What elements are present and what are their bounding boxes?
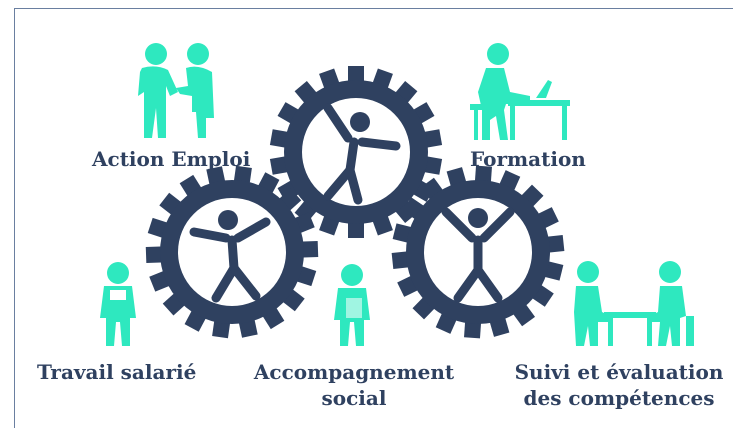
- label-accompagnement-line1: Accompagnement: [253, 360, 455, 384]
- label-accompagnement-line2: social: [321, 386, 387, 410]
- person-with-folder-icon: [334, 264, 370, 346]
- handshake-figures-icon: [138, 43, 214, 138]
- label-action-emploi: Action Emploi: [92, 147, 251, 171]
- meeting-figures-icon: [574, 261, 694, 346]
- gear-person-icon: [145, 165, 319, 339]
- label-suivi-evaluation: Suivi et évaluation des compétences: [508, 359, 730, 411]
- frame-border: [14, 8, 733, 428]
- label-accompagnement-social: Accompagnement social: [238, 359, 470, 411]
- label-suivi-line2: des compétences: [523, 386, 715, 410]
- desk-worker-icon: [470, 43, 570, 140]
- label-suivi-line1: Suivi et évaluation: [514, 360, 724, 384]
- label-travail-salarie: Travail salarié: [37, 360, 197, 384]
- gear-person-icon: [391, 165, 565, 339]
- label-formation: Formation: [470, 147, 586, 171]
- worker-overalls-icon: [100, 262, 136, 346]
